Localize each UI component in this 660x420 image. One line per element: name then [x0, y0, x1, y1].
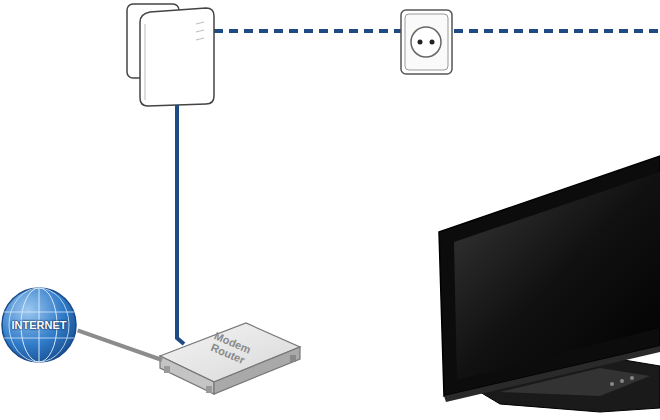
- wall-socket: [401, 10, 452, 74]
- ethernet-cable: [177, 105, 184, 344]
- television: [439, 156, 660, 412]
- internet-label: INTERNET: [12, 319, 67, 331]
- internet-globe: INTERNET: [0, 286, 78, 364]
- router-label: Modem Router: [203, 329, 256, 369]
- powerline-adapter: [127, 4, 214, 106]
- router-label-area: Modem Router: [160, 320, 300, 384]
- network-cable: [78, 330, 162, 360]
- router-body: [160, 323, 300, 394]
